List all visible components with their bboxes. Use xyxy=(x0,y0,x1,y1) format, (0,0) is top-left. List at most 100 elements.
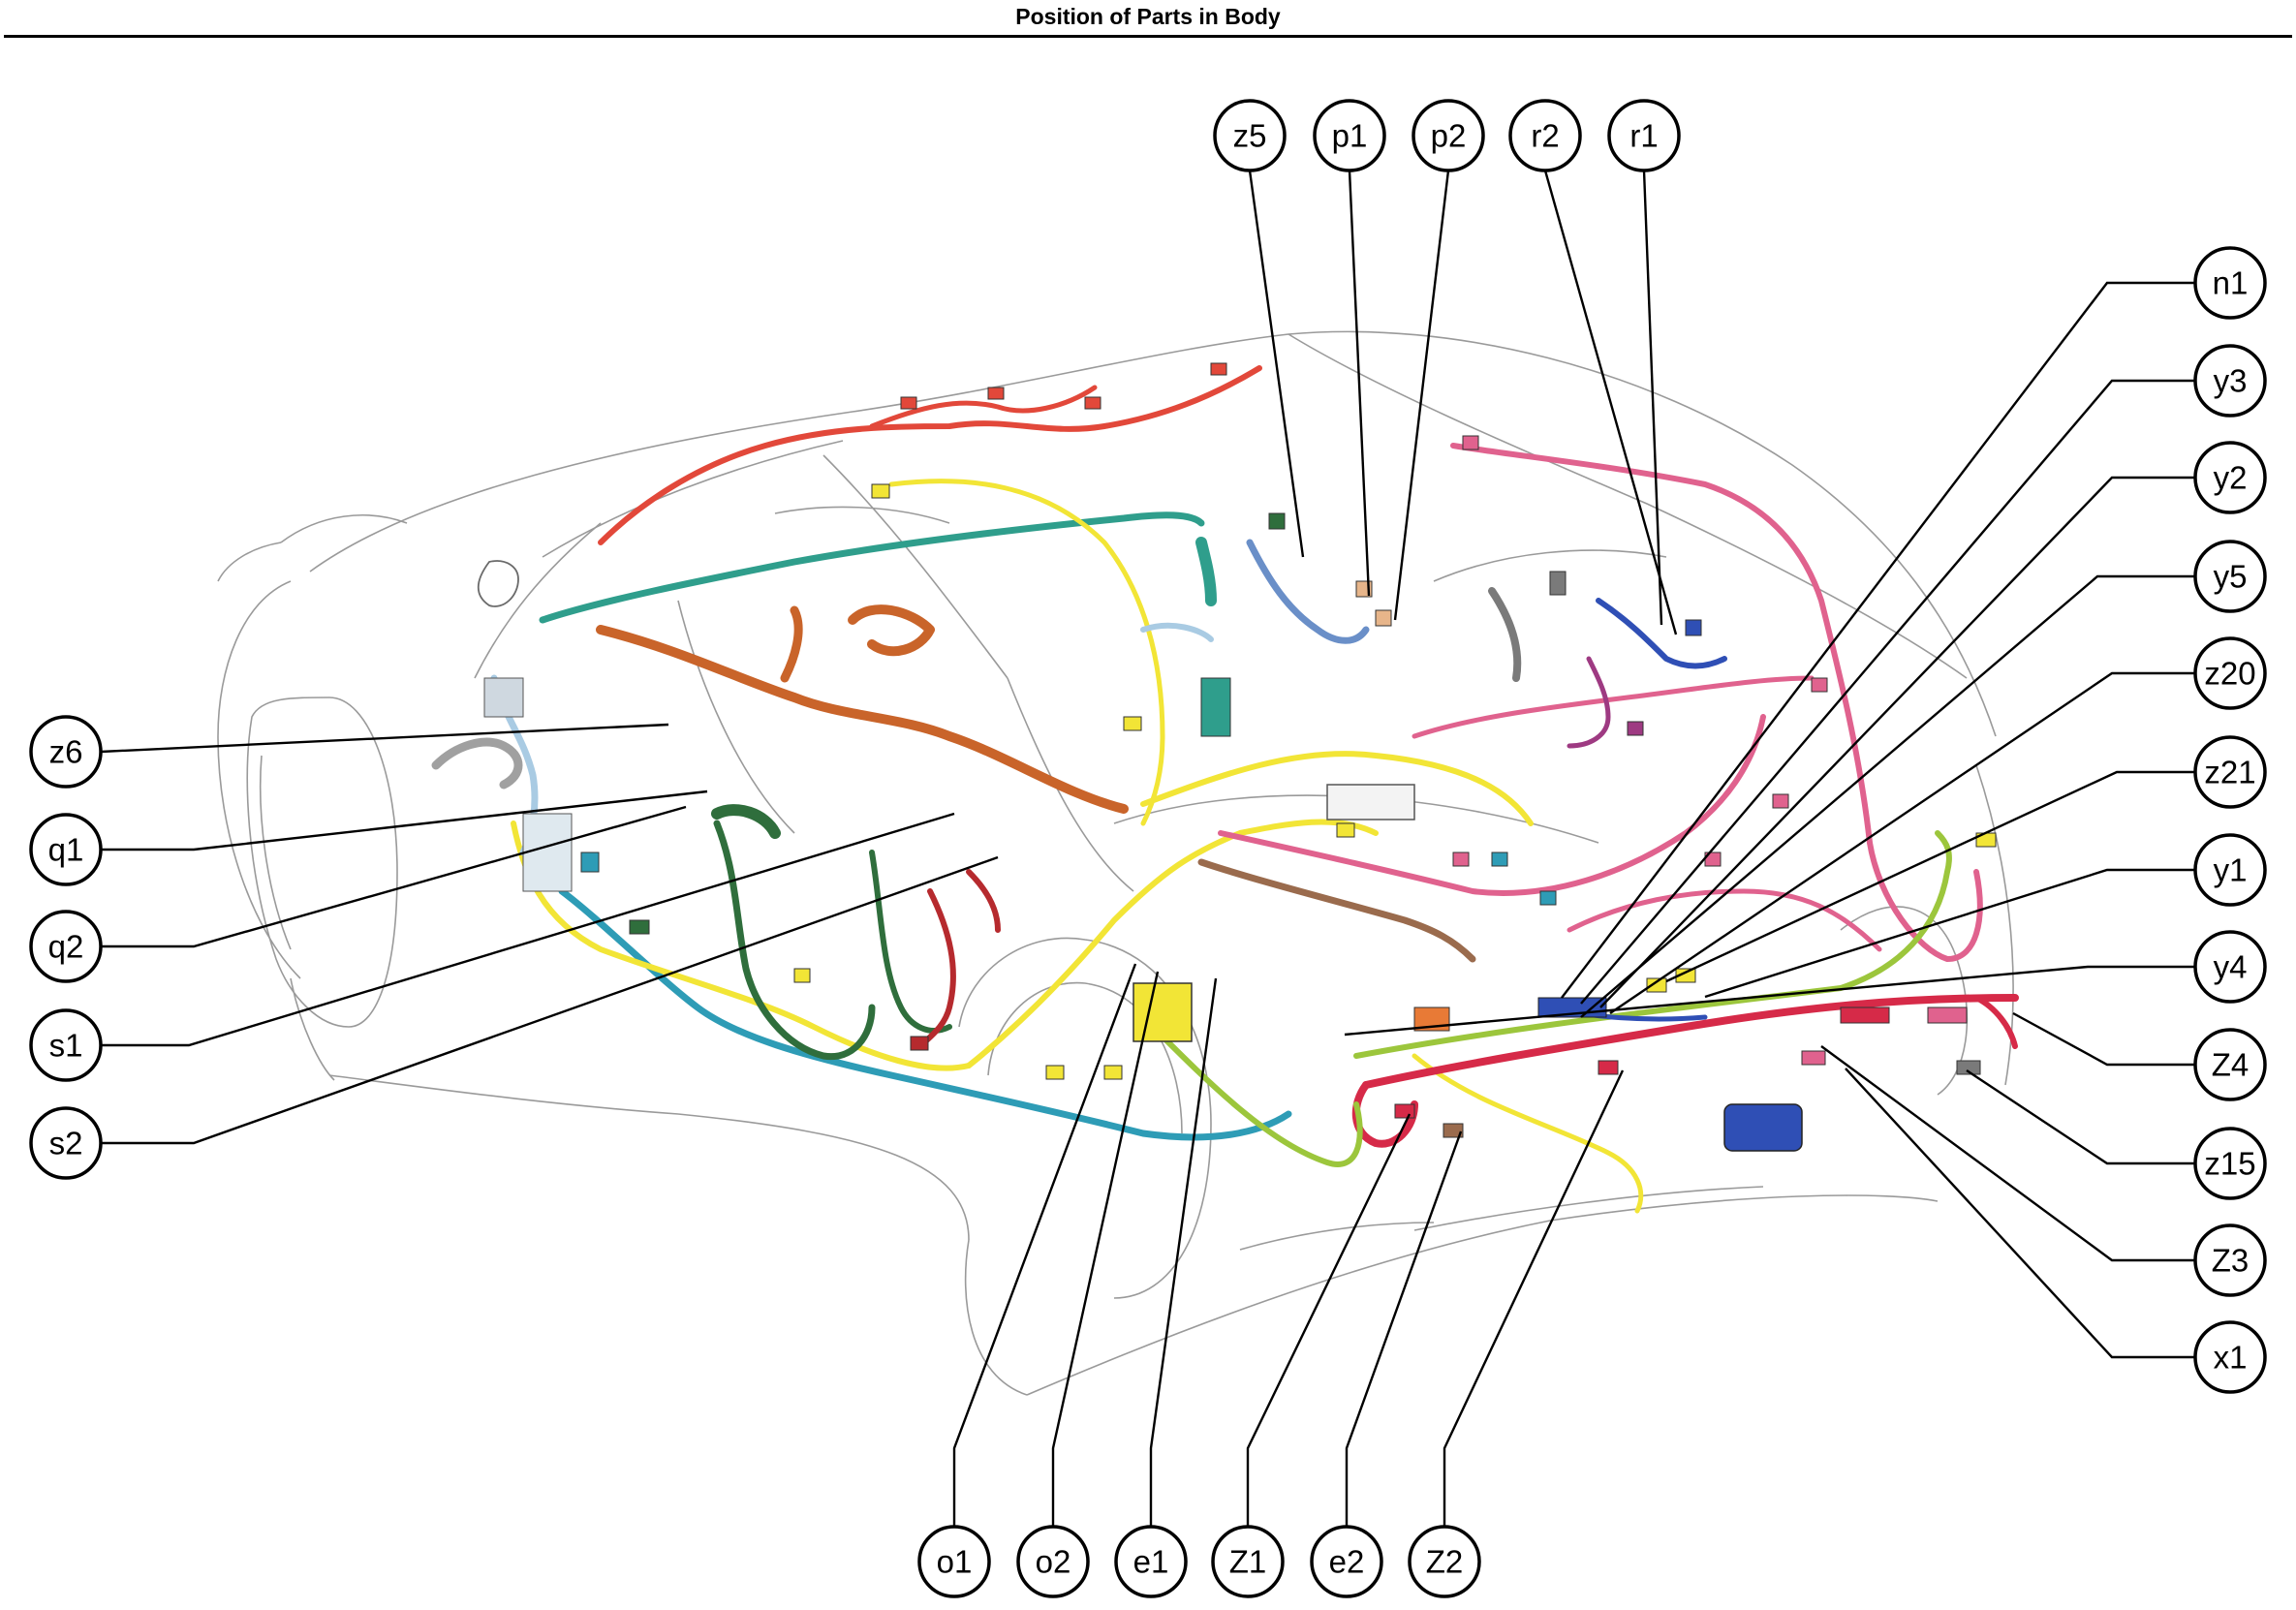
callout-z6: z6 xyxy=(29,715,103,789)
callout-y5: y5 xyxy=(2193,540,2267,613)
yellow-cross-harness xyxy=(1140,751,1534,826)
callout-circle xyxy=(2193,1223,2267,1297)
leader-line-Z4 xyxy=(2012,1011,2195,1067)
crimson-front-harness xyxy=(1362,994,2019,1089)
teal-pillar xyxy=(1195,537,1217,606)
callout-o2: o2 xyxy=(1016,1525,1090,1598)
callout-label: Z1 xyxy=(1229,1544,1267,1580)
callout-label: r2 xyxy=(1531,118,1559,154)
callout-circle xyxy=(1412,99,1485,172)
callout-p1: p1 xyxy=(1313,99,1386,172)
leader-line-o1 xyxy=(952,963,1137,1527)
callout-x1: x1 xyxy=(2193,1320,2267,1394)
callout-label: z5 xyxy=(1233,118,1267,154)
callout-circle xyxy=(2193,636,2267,710)
light-blue-upper xyxy=(1140,622,1214,642)
leader-line-q1 xyxy=(101,790,708,851)
callout-circle xyxy=(29,715,103,789)
callout-circle xyxy=(29,813,103,886)
gray-harness xyxy=(1488,587,1522,682)
callout-Z4: Z4 xyxy=(2193,1028,2267,1101)
callout-y4: y4 xyxy=(2193,930,2267,1004)
callout-p2: p2 xyxy=(1412,99,1485,172)
callout-circle xyxy=(29,1106,103,1180)
callout-label: s2 xyxy=(49,1126,83,1161)
pink-cross xyxy=(1412,675,1815,739)
callout-circle xyxy=(2193,540,2267,613)
callout-label: Z3 xyxy=(2212,1243,2249,1279)
callout-r2: r2 xyxy=(1508,99,1582,172)
page-title: Position of Parts in Body xyxy=(1015,4,1281,29)
callout-Z2: Z2 xyxy=(1408,1525,1481,1598)
cyan-rocker-harness xyxy=(558,887,1292,1141)
leader-line-n1 xyxy=(1561,281,2195,999)
dark-green-loop xyxy=(711,804,781,839)
callout-s1: s1 xyxy=(29,1008,103,1082)
roof-harness xyxy=(598,365,1262,545)
callout-label: p1 xyxy=(1332,118,1368,154)
callout-circle xyxy=(2193,1320,2267,1394)
lime-harness xyxy=(1150,1024,1363,1167)
callout-circle xyxy=(2193,1028,2267,1101)
leader-lines xyxy=(100,170,2195,1527)
pink-fender-harness xyxy=(1450,443,1873,846)
callout-circle xyxy=(29,910,103,983)
callout-label: o1 xyxy=(937,1544,973,1580)
callout-circle xyxy=(2193,735,2267,809)
callout-circle xyxy=(1310,1525,1383,1598)
leader-line-e2 xyxy=(1345,1130,1463,1527)
callout-circle xyxy=(1211,1525,1285,1598)
leader-line-p2 xyxy=(1393,170,1450,621)
callout-r1: r1 xyxy=(1607,99,1681,172)
callout-y2: y2 xyxy=(2193,441,2267,514)
leader-line-e1 xyxy=(1149,977,1218,1527)
callout-Z1: Z1 xyxy=(1211,1525,1285,1598)
callout-label: z21 xyxy=(2204,755,2255,790)
steel-blue-harness xyxy=(1246,539,1370,644)
callout-z15: z15 xyxy=(2193,1127,2267,1200)
leader-line-s2 xyxy=(101,855,999,1145)
callout-circle xyxy=(2193,344,2267,418)
dash-orange-harness xyxy=(596,625,1129,814)
callout-label: x1 xyxy=(2214,1340,2248,1376)
callout-circle xyxy=(917,1525,991,1598)
purple-harness xyxy=(1567,656,1611,749)
callout-circle xyxy=(2193,833,2267,907)
leader-line-z15 xyxy=(1966,1068,2195,1165)
leader-line-r1 xyxy=(1642,170,1663,626)
callout-z21: z21 xyxy=(2193,735,2267,809)
leader-line-Z3 xyxy=(1820,1045,2195,1262)
callout-y1: y1 xyxy=(2193,833,2267,907)
lime-long-harness xyxy=(1353,830,1952,1059)
leader-line-p1 xyxy=(1348,170,1371,597)
callout-circle xyxy=(1016,1525,1090,1598)
leader-line-s1 xyxy=(101,812,955,1047)
callout-label: y4 xyxy=(2214,949,2248,985)
callout-label: Z2 xyxy=(1426,1544,1464,1580)
callout-e1: e1 xyxy=(1114,1525,1188,1598)
callout-circle xyxy=(1313,99,1386,172)
callout-label: Z4 xyxy=(2212,1047,2249,1083)
callout-circle xyxy=(1508,99,1582,172)
leader-line-z5 xyxy=(1248,170,1305,558)
callout-circle xyxy=(1408,1525,1481,1598)
callout-circle xyxy=(1607,99,1681,172)
leader-line-y5 xyxy=(1580,574,2195,1018)
yellow-cabin-harness xyxy=(966,819,1379,1068)
callout-circle xyxy=(1213,99,1287,172)
callout-circle xyxy=(2193,246,2267,320)
callout-n1: n1 xyxy=(2193,246,2267,320)
leader-line-o2 xyxy=(1051,971,1160,1527)
dark-red-harness xyxy=(917,888,956,1049)
callout-label: y1 xyxy=(2214,852,2248,888)
callout-circle xyxy=(2193,930,2267,1004)
callout-e2: e2 xyxy=(1310,1525,1383,1598)
leader-line-y1 xyxy=(1704,868,2195,999)
car-body-outline xyxy=(217,330,2014,1396)
callout-z20: z20 xyxy=(2193,636,2267,710)
callout-label: e1 xyxy=(1133,1544,1169,1580)
leader-line-Z2 xyxy=(1443,1069,1625,1527)
callout-label: e2 xyxy=(1329,1544,1365,1580)
callout-label: p2 xyxy=(1431,118,1467,154)
